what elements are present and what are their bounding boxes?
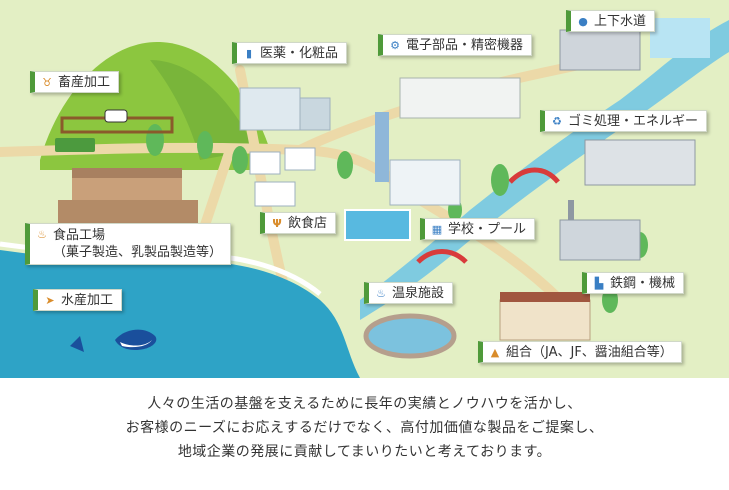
waterfall-dam <box>650 18 710 58</box>
label-steel-text: 鉄鋼・機械 <box>610 275 676 291</box>
cow-face-icon: ♉ <box>42 75 52 89</box>
recycle-icon: ♻ <box>552 114 562 128</box>
fish-icon: ➤ <box>45 293 55 307</box>
label-union-text: 組合（JA、JF、醤油組合等） <box>506 344 673 360</box>
caption-line-1: 人々の生活の基盤を支えるために長年の実績とノウハウを活かし、 <box>147 396 582 412</box>
fork-knife-icon: Ψ <box>272 216 282 230</box>
label-school-text: 学校・プール <box>448 221 527 237</box>
label-hotspring: ♨ 温泉施設 <box>364 282 454 304</box>
label-seafood-text: 水産加工 <box>61 292 114 308</box>
description-caption: 人々の生活の基盤を支えるために長年の実績とノウハウを活かし、 お客様のニーズにお… <box>0 392 729 464</box>
green-hill-shade <box>150 60 255 160</box>
label-food-line2: （菓子製造、乳製品製造等） <box>53 245 223 260</box>
pharma-building <box>239 87 301 131</box>
house-1 <box>249 151 281 175</box>
union-building <box>499 299 591 341</box>
bridge-lower <box>416 249 468 264</box>
truck-livestock <box>55 138 95 152</box>
gear-icon: ⚙ <box>390 38 400 52</box>
label-seafood: ➤ 水産加工 <box>33 289 123 311</box>
label-garbage-text: ゴミ処理・エネルギー <box>568 113 699 129</box>
hot-spring-icon: ♨ <box>376 286 386 300</box>
garbage-plant <box>584 139 696 186</box>
school-building-icon: ▦ <box>431 222 443 236</box>
cupcake-icon: ♨ <box>37 227 47 241</box>
caption-line-3: 地域企業の発展に貢献してまいりたいと考えております。 <box>177 444 552 460</box>
whale-belly <box>120 340 152 348</box>
sea <box>0 250 360 378</box>
medicine-bottle-icon: ▮ <box>245 46 253 60</box>
label-restaurant-text: 飲食店 <box>288 215 328 231</box>
water-plant <box>559 29 641 71</box>
hot-spring-pool <box>363 313 457 359</box>
school-building <box>389 159 461 206</box>
label-food-line1: 食品工場 <box>53 228 106 243</box>
pool <box>344 209 411 241</box>
label-livestock-text: 畜産加工 <box>58 74 111 90</box>
label-water: ● 上下水道 <box>566 10 656 32</box>
school-tower <box>375 112 389 182</box>
map-illustration <box>0 0 729 378</box>
factory-icon: ▙ <box>594 276 604 290</box>
label-school: ▦ 学校・プール <box>420 218 536 240</box>
water-drop-icon: ● <box>578 14 588 28</box>
label-electronics-text: 電子部品・精密機器 <box>406 37 524 53</box>
industry-map: ♉ 畜産加工 ▮ 医薬・化粧品 ⚙ 電子部品・精密機器 ● 上下水道 ♻ ゴミ処… <box>0 0 729 378</box>
label-pharma: ▮ 医薬・化粧品 <box>232 42 348 64</box>
restaurant-building <box>254 181 296 207</box>
electronics-factory <box>399 77 521 119</box>
label-water-text: 上下水道 <box>594 13 647 29</box>
label-garbage: ♻ ゴミ処理・エネルギー <box>540 110 708 132</box>
bridge-upper <box>508 167 560 184</box>
house-2 <box>284 147 316 171</box>
label-electronics: ⚙ 電子部品・精密機器 <box>378 34 533 56</box>
label-steel: ▙ 鉄鋼・機械 <box>582 272 685 294</box>
label-food-text: 食品工場 （菓子製造、乳製品製造等） <box>53 227 222 261</box>
label-livestock: ♉ 畜産加工 <box>30 71 120 93</box>
cone-icon: ▲ <box>490 345 500 359</box>
label-hotspring-text: 温泉施設 <box>392 285 445 301</box>
label-pharma-text: 医薬・化粧品 <box>260 45 339 61</box>
caption-line-2: お客様のニーズにお応えするだけでなく、高付加価値な製品をご提案し、 <box>125 420 604 436</box>
fish-tail-drawing <box>70 336 84 352</box>
label-union: ▲ 組合（JA、JF、醤油組合等） <box>478 341 682 363</box>
steel-plant <box>559 219 641 261</box>
label-food: ♨ 食品工場 （菓子製造、乳製品製造等） <box>25 223 232 265</box>
label-restaurant: Ψ 飲食店 <box>260 212 337 234</box>
cow-drawing <box>104 109 128 123</box>
